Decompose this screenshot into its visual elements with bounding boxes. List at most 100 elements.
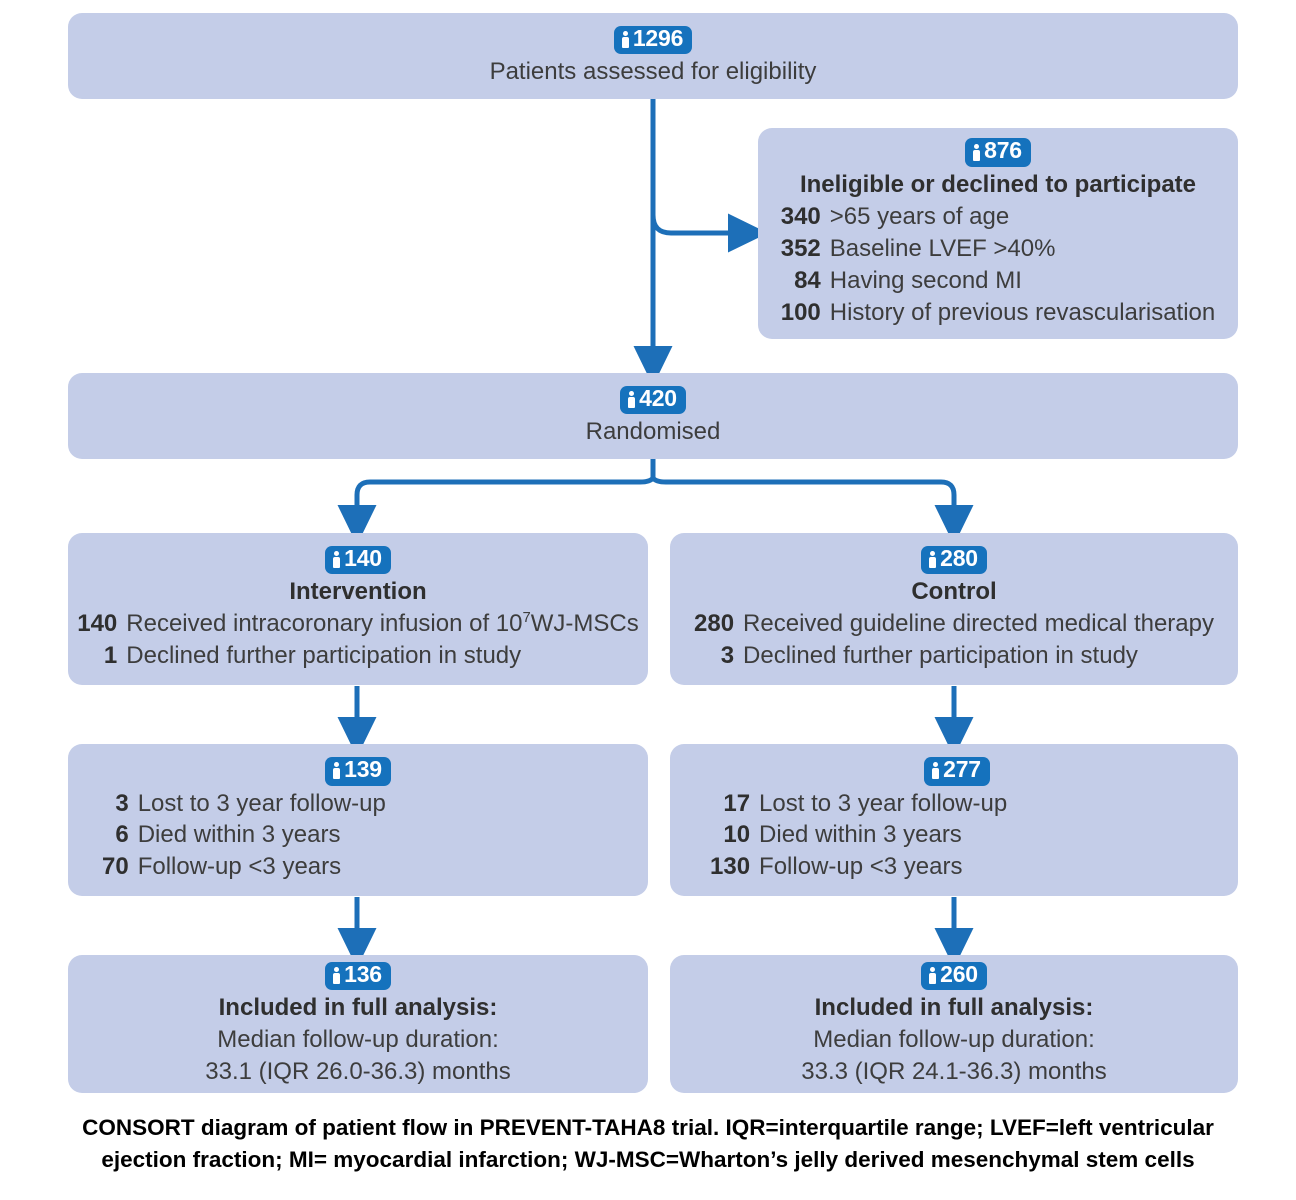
attrition-list: 17 Lost to 3 year follow-up 10 Died with… bbox=[710, 788, 1007, 884]
count-badge: 139 bbox=[325, 755, 391, 786]
connector-split-right bbox=[651, 476, 974, 545]
node-patients-assessed: 1296 Patients assessed for eligibility bbox=[68, 13, 1238, 99]
person-icon bbox=[332, 966, 341, 985]
count-value: 139 bbox=[344, 755, 382, 782]
badge-wrap: 420 bbox=[620, 384, 686, 415]
connector-to-ineligible bbox=[650, 213, 768, 253]
item-text: Follow-up <3 years bbox=[137, 853, 342, 881]
count-badge: 140 bbox=[325, 544, 391, 575]
connector-split-left bbox=[337, 476, 655, 545]
outcome-list: 280 Received guideline directed medical … bbox=[694, 608, 1214, 672]
count-badge: 1296 bbox=[613, 24, 693, 55]
list-item: 6 Died within 3 years bbox=[102, 819, 386, 851]
node-label: Patients assessed for eligibility bbox=[489, 58, 817, 86]
list-item: 100 History of previous revascularisatio… bbox=[781, 297, 1216, 329]
item-text: Declined further participation in study bbox=[743, 642, 1138, 670]
badge-wrap: 876 bbox=[965, 137, 1031, 168]
count-badge: 277 bbox=[924, 756, 990, 786]
followup-duration-value: 33.1 (IQR 26.0-36.3) months bbox=[205, 1058, 511, 1086]
list-item: 84 Having second MI bbox=[781, 265, 1216, 297]
item-text: Baseline LVEF >40% bbox=[829, 234, 1056, 262]
item-text: Lost to 3 year follow-up bbox=[759, 789, 1008, 817]
caption-line-1: CONSORT diagram of patient flow in PREVE… bbox=[82, 1115, 1214, 1140]
list-item: 17 Lost to 3 year follow-up bbox=[710, 788, 1007, 820]
node-label: Randomised bbox=[585, 418, 721, 446]
node-final-analysis-intervention: 136 Included in full analysis: Median fo… bbox=[68, 955, 648, 1093]
list-item: 340 >65 years of age bbox=[781, 201, 1216, 233]
item-count: 280 bbox=[694, 610, 735, 638]
node-control: 280 Control 280 Received guideline direc… bbox=[670, 533, 1238, 685]
count-value: 280 bbox=[940, 544, 978, 571]
list-item: 280 Received guideline directed medical … bbox=[694, 608, 1214, 640]
person-icon bbox=[972, 143, 981, 162]
person-icon bbox=[928, 550, 937, 569]
item-text: Follow-up <3 years bbox=[759, 853, 963, 881]
node-title: Included in full analysis: bbox=[814, 994, 1094, 1022]
item-count: 100 bbox=[780, 298, 821, 326]
list-item: 10 Died within 3 years bbox=[710, 819, 1007, 851]
count-value: 876 bbox=[984, 137, 1022, 164]
badge-wrap: 139 bbox=[325, 755, 391, 786]
list-item: 3 Declined further participation in stud… bbox=[694, 640, 1214, 672]
person-icon bbox=[332, 761, 341, 780]
badge-wrap: 1296 bbox=[613, 24, 693, 55]
node-title: Control bbox=[911, 578, 997, 606]
item-count: 352 bbox=[780, 234, 821, 262]
item-text-post: WJ-MSCs bbox=[530, 610, 639, 638]
list-item: 140 Received intracoronary infusion of 1… bbox=[77, 608, 639, 640]
item-count: 70 bbox=[102, 853, 129, 881]
badge-wrap: 277 bbox=[924, 756, 990, 786]
item-count: 6 bbox=[115, 821, 129, 849]
item-count: 140 bbox=[77, 610, 118, 638]
item-count: 3 bbox=[115, 789, 129, 817]
badge-wrap: 280 bbox=[921, 544, 987, 575]
followup-duration-label: Median follow-up duration: bbox=[217, 1026, 499, 1054]
count-value: 1296 bbox=[632, 24, 684, 51]
item-count: 1 bbox=[103, 642, 118, 670]
badge-wrap: 260 bbox=[921, 960, 987, 991]
node-ineligible: 876 Ineligible or declined to participat… bbox=[758, 128, 1238, 339]
followup-duration-value: 33.3 (IQR 24.1-36.3) months bbox=[801, 1058, 1107, 1086]
item-count: 3 bbox=[720, 642, 735, 670]
count-badge: 260 bbox=[921, 960, 987, 991]
count-value: 420 bbox=[639, 384, 677, 411]
item-text: Died within 3 years bbox=[137, 821, 341, 849]
item-count: 17 bbox=[723, 789, 751, 817]
item-count: 10 bbox=[723, 821, 751, 849]
node-followup-control: 277 17 Lost to 3 year follow-up 10 Died … bbox=[670, 744, 1238, 896]
list-item: 1 Declined further participation in stud… bbox=[77, 640, 639, 672]
badge-wrap: 136 bbox=[325, 960, 391, 991]
list-item: 130 Follow-up <3 years bbox=[710, 851, 1007, 883]
count-badge: 136 bbox=[325, 960, 391, 991]
count-value: 140 bbox=[344, 544, 382, 571]
item-text: Received intracoronary infusion of 107WJ… bbox=[126, 608, 639, 640]
person-icon bbox=[621, 30, 630, 49]
count-badge: 420 bbox=[620, 384, 686, 415]
node-followup-intervention: 139 3 Lost to 3 year follow-up 6 Died wi… bbox=[68, 744, 648, 896]
count-badge: 876 bbox=[965, 137, 1031, 168]
item-count: 130 bbox=[710, 853, 751, 881]
item-text: Lost to 3 year follow-up bbox=[137, 789, 386, 817]
item-count: 84 bbox=[794, 266, 821, 294]
list-item: 70 Follow-up <3 years bbox=[102, 851, 386, 883]
list-item: 352 Baseline LVEF >40% bbox=[781, 233, 1216, 265]
count-badge: 280 bbox=[921, 544, 987, 575]
person-icon bbox=[928, 966, 937, 985]
count-value: 260 bbox=[940, 960, 978, 987]
item-text: History of previous revascularisation bbox=[829, 298, 1216, 326]
item-text: >65 years of age bbox=[829, 203, 1010, 231]
list-item: 3 Lost to 3 year follow-up bbox=[102, 788, 386, 820]
node-title: Ineligible or declined to participate bbox=[799, 171, 1197, 199]
followup-duration-label: Median follow-up duration: bbox=[813, 1026, 1095, 1054]
figure-caption: CONSORT diagram of patient flow in PREVE… bbox=[0, 1112, 1296, 1176]
person-icon bbox=[332, 550, 341, 569]
node-final-analysis-control: 260 Included in full analysis: Median fo… bbox=[670, 955, 1238, 1093]
attrition-list: 3 Lost to 3 year follow-up 6 Died within… bbox=[102, 788, 386, 884]
item-text-pre: Received intracoronary infusion of 10 bbox=[126, 610, 523, 638]
item-text: Having second MI bbox=[829, 266, 1022, 294]
badge-wrap: 140 bbox=[325, 544, 391, 575]
count-value: 136 bbox=[344, 960, 382, 987]
item-count: 340 bbox=[780, 203, 821, 231]
outcome-list: 140 Received intracoronary infusion of 1… bbox=[77, 608, 639, 672]
